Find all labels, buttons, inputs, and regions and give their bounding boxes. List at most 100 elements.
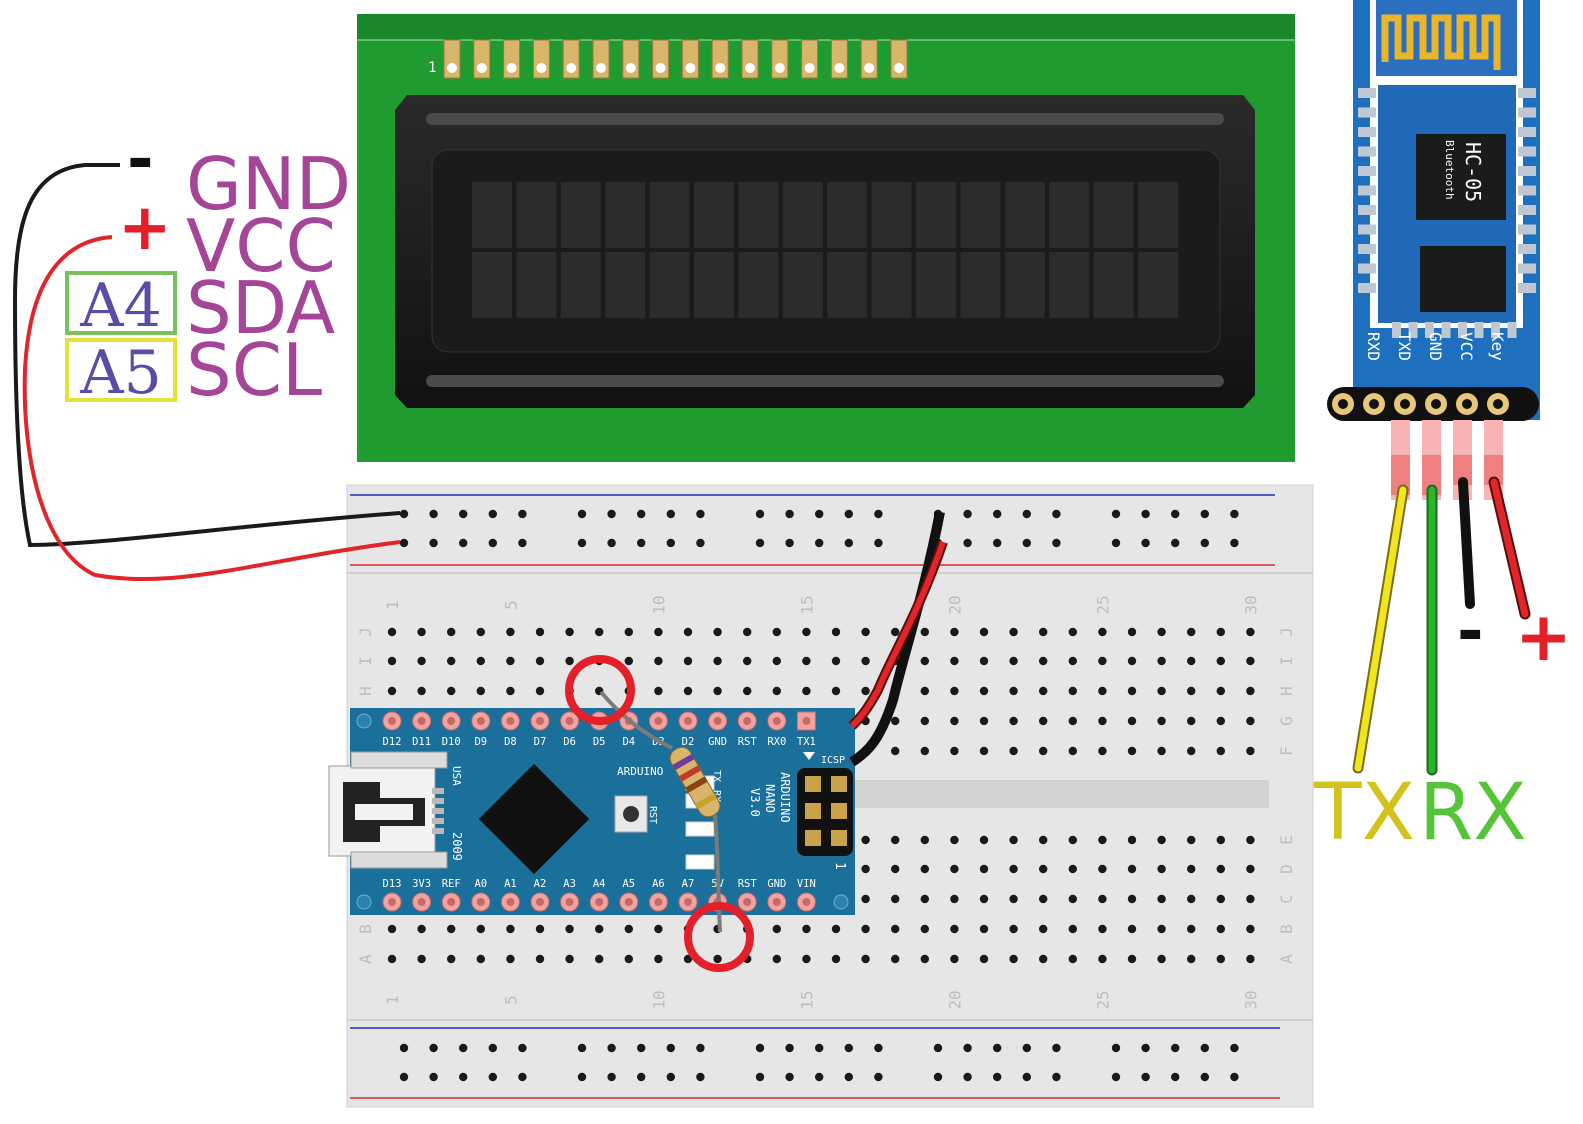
rail-hole bbox=[993, 1072, 1002, 1082]
rail-hole bbox=[933, 1043, 943, 1053]
nano-pin-label-bottom: RST bbox=[738, 878, 758, 890]
row-letter: A bbox=[356, 954, 375, 964]
row-letter: E bbox=[1277, 835, 1296, 845]
breadboard-hole bbox=[979, 894, 989, 904]
tx-label: TX bbox=[1314, 768, 1416, 858]
breadboard-hole bbox=[1039, 835, 1048, 845]
breadboard-hole bbox=[1068, 746, 1078, 756]
breadboard-hole bbox=[1127, 954, 1137, 964]
rail-hole bbox=[429, 538, 438, 548]
breadboard-hole bbox=[1098, 627, 1107, 637]
breadboard-hole bbox=[950, 894, 959, 904]
breadboard-hole bbox=[387, 924, 397, 934]
usb-contact bbox=[432, 828, 444, 834]
nano-pin-label-top: D9 bbox=[474, 736, 487, 748]
rail-hole bbox=[666, 1043, 675, 1053]
lcd-pin-hole bbox=[834, 63, 845, 73]
breadboard-hole bbox=[1246, 716, 1255, 726]
rail-hole bbox=[755, 1043, 765, 1053]
nano-pin-bottom-hole bbox=[476, 898, 485, 906]
row-letter: I bbox=[1277, 656, 1296, 666]
rail-hole bbox=[666, 538, 675, 548]
nano-pin-label-bottom: A3 bbox=[563, 878, 576, 890]
nano-pin-top-hole bbox=[802, 717, 811, 725]
bt-pad-right bbox=[1518, 283, 1536, 293]
bt-pad-right bbox=[1518, 127, 1536, 137]
breadboard-hole bbox=[979, 686, 989, 696]
column-number: 5 bbox=[501, 600, 520, 610]
breadboard-hole bbox=[506, 954, 515, 964]
breadboard-hole bbox=[1246, 864, 1255, 874]
breadboard-hole bbox=[950, 656, 959, 666]
bt-header-pin-hole bbox=[1369, 399, 1379, 409]
lcd-pin-hole bbox=[596, 63, 606, 73]
rail-hole bbox=[1052, 1043, 1061, 1053]
breadboard-hole bbox=[1068, 864, 1078, 874]
breadboard-hole bbox=[831, 924, 841, 934]
rail-hole bbox=[844, 538, 853, 548]
breadboard-hole bbox=[417, 656, 426, 666]
breadboard-hole bbox=[979, 835, 989, 845]
rail-hole bbox=[429, 1072, 438, 1082]
rail-hole bbox=[607, 538, 616, 548]
breadboard-hole bbox=[1039, 894, 1048, 904]
bt-pad-bottom bbox=[1408, 322, 1418, 338]
icsp-pin bbox=[805, 803, 821, 819]
breadboard-hole bbox=[920, 627, 929, 637]
lcd-pin-hole bbox=[804, 63, 815, 73]
breadboard-hole bbox=[683, 656, 693, 666]
nano-pin-label-top: D10 bbox=[442, 736, 461, 748]
breadboard-hole bbox=[891, 864, 900, 874]
breadboard-hole bbox=[1216, 656, 1226, 666]
nano-name-line-3: V3.0 bbox=[748, 788, 762, 817]
breadboard-hole bbox=[713, 627, 722, 637]
breadboard-hole bbox=[861, 924, 870, 934]
breadboard-hole bbox=[565, 656, 574, 666]
breadboard-hole bbox=[1098, 656, 1107, 666]
lcd-bezel-slot-bottom bbox=[426, 375, 1224, 387]
lcd-char-cell bbox=[782, 182, 823, 248]
nano-pin-top-hole bbox=[743, 717, 752, 725]
breadboard-hole bbox=[1009, 954, 1018, 964]
breadboard-hole bbox=[1216, 954, 1226, 964]
rail-hole bbox=[518, 1043, 527, 1053]
nano-pin-label-bottom: A2 bbox=[534, 878, 547, 890]
rail-hole bbox=[1022, 538, 1031, 548]
breadboard-hole bbox=[1098, 894, 1107, 904]
rail-hole bbox=[577, 1072, 587, 1082]
rail-hole bbox=[1111, 538, 1121, 548]
breadboard-hole bbox=[1068, 627, 1078, 637]
usb-port-tongue bbox=[355, 804, 413, 820]
column-number: 30 bbox=[1241, 595, 1260, 614]
bt-pad-right bbox=[1518, 263, 1536, 274]
breadboard-hole bbox=[1216, 716, 1226, 726]
bt-pad-left bbox=[1358, 88, 1376, 98]
nano-icsp-pin1-label: 1 bbox=[832, 862, 847, 870]
bt-pad-left bbox=[1358, 263, 1376, 274]
breadboard-hole bbox=[920, 894, 929, 904]
breadboard-hole bbox=[1246, 627, 1255, 637]
breadboard-hole bbox=[387, 656, 397, 666]
resistor-band-1 bbox=[672, 753, 695, 771]
bt-pad-right bbox=[1518, 224, 1536, 235]
bt-pad-bottom bbox=[1491, 322, 1500, 338]
rail-hole bbox=[1230, 1072, 1239, 1082]
breadboard-hole bbox=[624, 954, 633, 964]
breadboard-hole bbox=[861, 686, 870, 696]
breadboard-hole bbox=[1068, 656, 1078, 666]
bt-plus-sign: + bbox=[1515, 598, 1572, 677]
rail-hole bbox=[785, 1072, 794, 1082]
bt-chip-title: HC-05 bbox=[1461, 142, 1485, 202]
breadboard-hole bbox=[920, 954, 929, 964]
rail-hole bbox=[607, 1043, 616, 1053]
led-pwr bbox=[685, 821, 715, 837]
breadboard-hole bbox=[1157, 746, 1166, 756]
breadboard-hole bbox=[1068, 924, 1078, 934]
breadboard-hole bbox=[772, 627, 781, 637]
led-l bbox=[685, 854, 715, 870]
lcd-char-cell bbox=[1004, 252, 1045, 318]
lcd-char-cell bbox=[738, 252, 779, 318]
bt-pad-left bbox=[1358, 107, 1376, 118]
nano-pin-label-top: D4 bbox=[622, 736, 635, 748]
lcd-char-cell bbox=[649, 252, 690, 318]
